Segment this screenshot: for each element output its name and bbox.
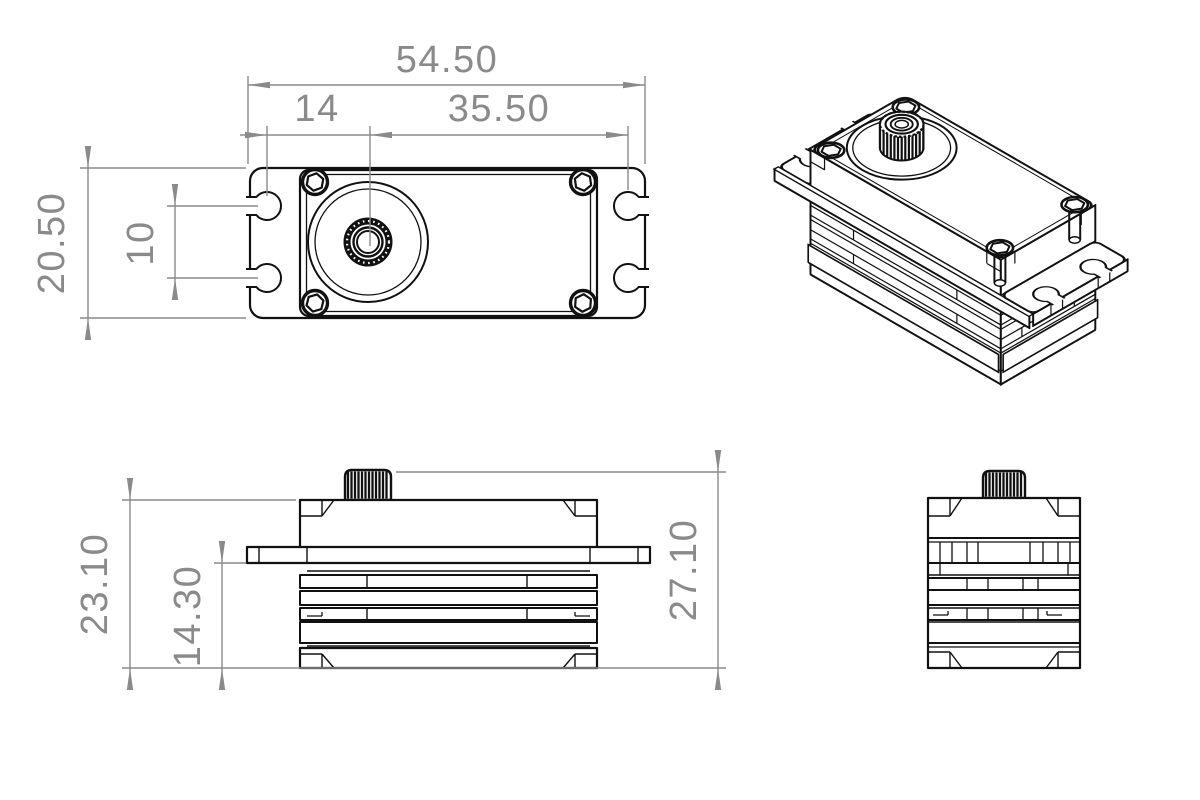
dim-arrow bbox=[126, 478, 134, 500]
front-view-dimensions: 23.10 14.30 27.10 bbox=[74, 450, 726, 690]
dim-arrow bbox=[218, 541, 226, 563]
mount-slot bbox=[613, 263, 649, 292]
hex-screw-iso bbox=[816, 141, 846, 160]
dim-slot-spacing-label: 10 bbox=[120, 220, 162, 265]
mount-slot bbox=[613, 192, 649, 221]
dim-arrow bbox=[714, 668, 722, 690]
gear-cover-circle bbox=[307, 181, 429, 303]
mount-slot bbox=[246, 263, 282, 292]
mount-flange bbox=[245, 545, 652, 565]
dim-arrow bbox=[218, 668, 226, 690]
dim-arrow bbox=[84, 146, 92, 168]
hex-screw bbox=[300, 288, 330, 318]
case-top-outline bbox=[298, 168, 599, 318]
dim-shaft-offset-label: 14 bbox=[294, 88, 339, 130]
isometric-view bbox=[773, 96, 1129, 386]
end-view bbox=[926, 469, 1082, 670]
dim-overall-length-label: 54.50 bbox=[396, 39, 499, 81]
dim-arrow bbox=[171, 184, 179, 206]
dim-arrow bbox=[245, 131, 267, 139]
dim-case-height-label: 23.10 bbox=[74, 533, 116, 636]
dim-overall-width-label: 20.50 bbox=[31, 192, 73, 295]
dim-arrow bbox=[248, 81, 270, 89]
output-spline bbox=[343, 217, 393, 267]
dim-arrow bbox=[171, 278, 179, 300]
hex-screw bbox=[300, 167, 330, 197]
iso-screw-shanks bbox=[993, 208, 1082, 287]
dim-arrow bbox=[84, 318, 92, 340]
hex-screw bbox=[568, 288, 598, 318]
iso-output-spline bbox=[878, 110, 925, 162]
top-view bbox=[246, 166, 649, 320]
case-cover bbox=[298, 498, 599, 547]
case-bottom bbox=[298, 646, 599, 670]
dim-arrow bbox=[126, 668, 134, 690]
front-view bbox=[245, 468, 652, 670]
dim-flange-height-label: 14.30 bbox=[167, 565, 209, 668]
hex-screw-iso bbox=[985, 238, 1015, 257]
dim-arrow bbox=[606, 131, 628, 139]
case-end-outline bbox=[926, 496, 1082, 670]
dim-overall-height-label: 27.10 bbox=[663, 519, 705, 622]
top-view-dimensions: 54.50 14 35.50 20.50 10 bbox=[31, 39, 646, 340]
iso-far-tab bbox=[773, 166, 1126, 317]
dim-arrow bbox=[370, 131, 392, 139]
hex-screw bbox=[568, 167, 598, 197]
dim-shaft-to-mount-label: 35.50 bbox=[448, 88, 551, 130]
hex-screw-iso bbox=[1060, 195, 1090, 214]
mount-slot bbox=[246, 192, 282, 220]
dim-arrow bbox=[714, 450, 722, 472]
dim-arrow bbox=[623, 81, 645, 89]
